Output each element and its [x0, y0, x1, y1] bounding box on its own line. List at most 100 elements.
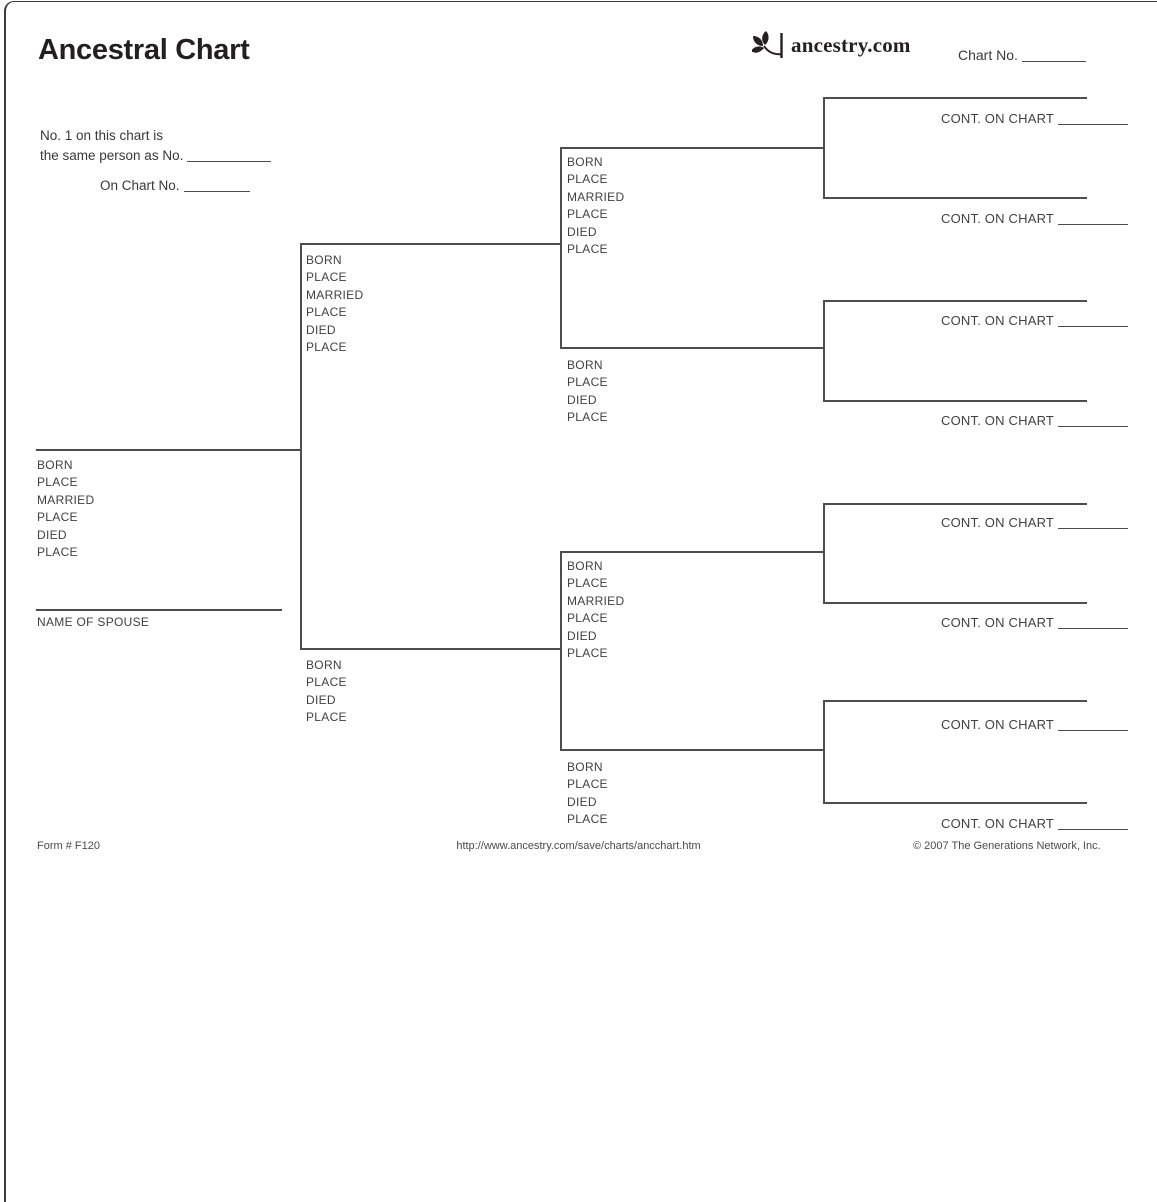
- field-label-place: PLACE: [306, 675, 347, 690]
- field-label-born: BORN: [37, 458, 73, 472]
- field-label-died: DIED: [567, 392, 597, 407]
- person-2-name-line[interactable]: [300, 243, 561, 245]
- field-label-place: PLACE: [37, 545, 78, 560]
- cont-on-chart-12-blank[interactable]: [1058, 515, 1129, 529]
- person-5-field-labels: BORN PLACE DIED PLACE: [567, 357, 608, 427]
- person-15-name-line[interactable]: [823, 802, 1087, 804]
- copyright-notice: © 2007 The Generations Network, Inc.: [913, 840, 1101, 852]
- person-2-field-labels: BORN PLACE MARRIED PLACE DIED PLACE: [306, 252, 363, 356]
- field-label-died: DIED: [306, 692, 336, 707]
- field-label-place: PLACE: [306, 305, 347, 320]
- person-1-name-line[interactable]: [36, 449, 301, 451]
- spouse-name-line[interactable]: [36, 609, 282, 611]
- field-label-place: PLACE: [567, 410, 608, 425]
- cont-label: CONT. ON CHART: [941, 816, 1055, 831]
- field-label-place: PLACE: [567, 375, 608, 390]
- cont-label: CONT. ON CHART: [941, 413, 1055, 428]
- chart-no-blank[interactable]: [1021, 48, 1086, 62]
- field-label-married: MARRIED: [567, 189, 625, 204]
- on-chart-no-blank[interactable]: [183, 178, 250, 192]
- field-label-born: BORN: [567, 559, 603, 573]
- field-label-died: DIED: [306, 322, 336, 337]
- cont-on-chart-13-blank[interactable]: [1058, 615, 1129, 629]
- cont-on-chart-15-blank[interactable]: [1058, 816, 1129, 830]
- field-label-place: PLACE: [567, 646, 608, 661]
- field-label-place: PLACE: [306, 340, 347, 355]
- person-8-name-line[interactable]: [823, 97, 1087, 99]
- cont-on-chart-9-blank[interactable]: [1058, 211, 1129, 225]
- cont-on-chart-11-blank[interactable]: [1058, 413, 1129, 427]
- cont-label: CONT. ON CHART: [941, 615, 1055, 630]
- field-label-place: PLACE: [567, 242, 608, 257]
- spouse-label: NAME OF SPOUSE: [37, 615, 150, 629]
- field-label-died: DIED: [567, 628, 597, 643]
- field-label-married: MARRIED: [37, 492, 95, 507]
- person-4-name-line[interactable]: [560, 147, 824, 149]
- person-11-name-line[interactable]: [823, 400, 1087, 402]
- maternal-grandparents-connector: [560, 551, 562, 751]
- field-label-born: BORN: [306, 658, 342, 672]
- great-grandparents-12-13-connector: [823, 503, 825, 604]
- great-grandparents-14-15-connector: [823, 700, 825, 804]
- cont-on-chart-11: CONT. ON CHART: [941, 411, 1129, 428]
- same-person-label: the same person as No.: [40, 148, 184, 163]
- same-person-no-blank[interactable]: [187, 148, 272, 162]
- footer-url: http://www.ancestry.com/save/charts/ancc…: [456, 840, 701, 852]
- field-label-born: BORN: [567, 155, 603, 169]
- great-grandparents-10-11-connector: [823, 300, 825, 402]
- person-10-name-line[interactable]: [823, 300, 1087, 302]
- field-label-place: PLACE: [567, 611, 608, 626]
- field-label-died: DIED: [37, 527, 67, 542]
- person-13-name-line[interactable]: [823, 602, 1087, 604]
- paternal-grandparents-connector: [560, 147, 562, 349]
- cont-on-chart-8-blank[interactable]: [1058, 111, 1129, 125]
- cont-on-chart-14-blank[interactable]: [1058, 717, 1129, 731]
- cont-on-chart-10: CONT. ON CHART: [941, 311, 1129, 328]
- parents-connector: [300, 243, 302, 650]
- field-label-died: DIED: [567, 794, 597, 809]
- intro-line-3: On Chart No.: [100, 176, 250, 193]
- person-7-name-line[interactable]: [560, 749, 824, 751]
- person-14-name-line[interactable]: [823, 700, 1087, 702]
- person-7-field-labels: BORN PLACE DIED PLACE: [567, 759, 608, 829]
- person-5-name-line[interactable]: [560, 347, 824, 349]
- chart-no-label: Chart No.: [958, 47, 1018, 63]
- brand-logo: ancestry.com: [752, 29, 911, 61]
- field-label-died: DIED: [567, 224, 597, 239]
- field-label-married: MARRIED: [306, 287, 364, 302]
- great-grandparents-8-9-connector: [823, 97, 825, 199]
- person-3-name-line[interactable]: [300, 648, 561, 650]
- field-label-born: BORN: [567, 358, 603, 372]
- intro-line-1: No. 1 on this chart is: [40, 128, 164, 143]
- field-label-place: PLACE: [37, 475, 78, 490]
- field-label-born: BORN: [567, 760, 603, 774]
- form-number: Form # F120: [37, 840, 100, 852]
- field-label-born: BORN: [306, 253, 342, 267]
- on-chart-no-label: On Chart No.: [100, 178, 180, 193]
- person-9-name-line[interactable]: [823, 197, 1087, 199]
- person-3-field-labels: BORN PLACE DIED PLACE: [306, 657, 347, 727]
- brand-name: ancestry.com: [791, 32, 911, 57]
- page-border: [4, 1, 1157, 1202]
- ancestry-leaf-icon: [752, 31, 783, 58]
- cont-on-chart-9: CONT. ON CHART: [941, 209, 1129, 226]
- person-4-field-labels: BORN PLACE MARRIED PLACE DIED PLACE: [567, 154, 624, 258]
- chart-no-field: Chart No.: [958, 46, 1086, 63]
- person-12-name-line[interactable]: [823, 503, 1087, 505]
- person-6-name-line[interactable]: [560, 551, 824, 553]
- field-label-place: PLACE: [567, 812, 608, 827]
- page-title: Ancestral Chart: [38, 34, 250, 66]
- cont-on-chart-13: CONT. ON CHART: [941, 613, 1129, 630]
- cont-label: CONT. ON CHART: [941, 313, 1055, 328]
- intro-line-2: the same person as No.: [40, 146, 272, 163]
- person-1-field-labels: BORN PLACE MARRIED PLACE DIED PLACE: [37, 457, 94, 561]
- cont-label: CONT. ON CHART: [941, 211, 1055, 226]
- cont-on-chart-15: CONT. ON CHART: [941, 814, 1129, 831]
- cont-on-chart-10-blank[interactable]: [1058, 313, 1129, 327]
- field-label-place: PLACE: [567, 777, 608, 792]
- cont-label: CONT. ON CHART: [941, 515, 1055, 530]
- field-label-place: PLACE: [567, 576, 608, 591]
- cont-label: CONT. ON CHART: [941, 717, 1055, 732]
- cont-on-chart-12: CONT. ON CHART: [941, 513, 1129, 530]
- cont-on-chart-14: CONT. ON CHART: [941, 715, 1129, 732]
